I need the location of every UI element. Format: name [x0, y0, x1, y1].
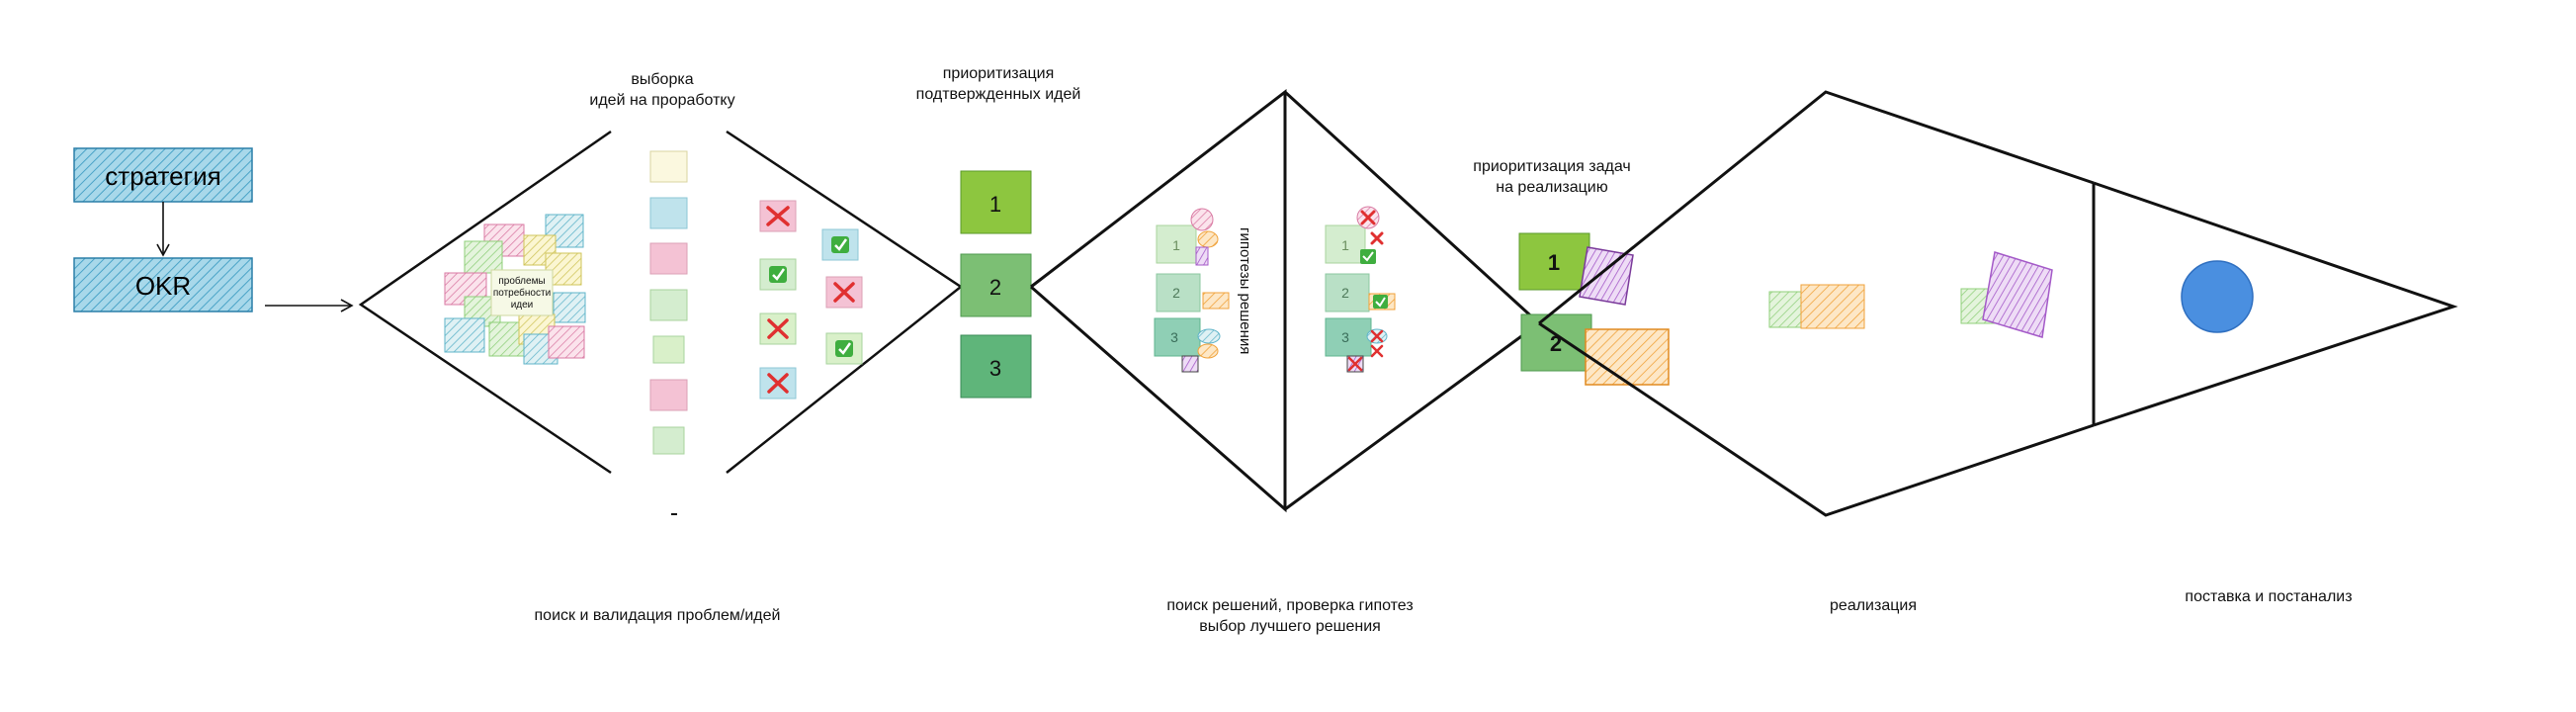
svg-text:1: 1 — [1341, 237, 1349, 253]
approve-icon — [835, 340, 853, 357]
task-rank-1 — [1518, 232, 1590, 291]
okr-box: OKR — [73, 257, 253, 312]
approve-icon — [769, 266, 787, 283]
svg-text:1: 1 — [1548, 250, 1560, 275]
reject-icon — [767, 373, 789, 394]
right-triangle-selection-2 — [1283, 90, 1542, 511]
hypotheses-left: 1 2 3 — [1154, 208, 1230, 373]
svg-text:3: 3 — [1341, 329, 1349, 345]
reject-icon — [1360, 210, 1376, 225]
implementation-bottom-edge — [1538, 321, 2095, 517]
idea-rank-1-number: 1 — [989, 192, 1001, 217]
reject-icon — [1370, 344, 1384, 358]
prioritized-ideas: 1 2 3 — [960, 170, 1032, 399]
implementation-work — [1768, 251, 2053, 338]
candidate-ideas-column — [649, 150, 688, 455]
reject-icon — [1370, 329, 1384, 343]
reject-icon — [767, 318, 789, 339]
idea-rank-3 — [960, 334, 1032, 399]
svg-text:1: 1 — [1172, 237, 1180, 253]
reject-icon — [766, 206, 790, 226]
implementation-top-edge — [1538, 90, 2095, 325]
cluster-line-needs: потребности — [493, 287, 551, 299]
problems-cluster: проблемы потребности идеи — [444, 214, 586, 365]
label-selection: выборка идей на проработку — [589, 71, 735, 109]
strategy-box: стратегия — [73, 147, 253, 203]
delivered-product — [2181, 260, 2254, 333]
reject-icon — [833, 282, 855, 303]
left-triangle-discovery — [358, 130, 612, 475]
hypotheses-vertical-label: гипотезы решения — [1237, 227, 1253, 354]
reject-icon — [1347, 356, 1363, 372]
hypotheses-evaluated: 1 2 3 — [1325, 206, 1396, 373]
stage-label-delivery: поставка и постанализ — [2185, 588, 2353, 605]
label-prioritization-ideas: приоритизация подтвержденных идей — [915, 65, 1081, 103]
svg-text:2: 2 — [1172, 285, 1180, 301]
prioritized-tasks: 1 2 — [1518, 232, 1670, 386]
cluster-line-ideas: идеи — [511, 300, 534, 311]
strategy-label: стратегия — [105, 161, 220, 191]
approve-icon — [1360, 249, 1376, 264]
okr-label: OKR — [135, 271, 191, 301]
validated-ideas — [759, 200, 863, 400]
label-prioritization-tasks: приоритизация задач на реализацию — [1473, 158, 1631, 196]
stage-label-implementation: реализация — [1830, 597, 1917, 614]
svg-text:3: 3 — [1170, 329, 1178, 345]
idea-rank-2-number: 2 — [989, 275, 1001, 300]
idea-rank-1 — [960, 170, 1032, 234]
task-rank-2 — [1520, 313, 1592, 372]
reject-icon — [1370, 231, 1384, 245]
cluster-line-problems: проблемы — [498, 275, 545, 287]
delivery-triangle — [2093, 181, 2458, 427]
idea-rank-2 — [960, 253, 1032, 317]
svg-text:2: 2 — [1341, 285, 1349, 301]
left-triangle-hypotheses — [1030, 88, 1287, 513]
stage-label-solutions: поиск решений, проверка гипотез выбор лу… — [1166, 597, 1414, 635]
stage-label-search: поиск и валидация проблем/идей — [534, 607, 781, 624]
idea-rank-3-number: 3 — [989, 356, 1001, 381]
approve-icon — [831, 236, 849, 253]
